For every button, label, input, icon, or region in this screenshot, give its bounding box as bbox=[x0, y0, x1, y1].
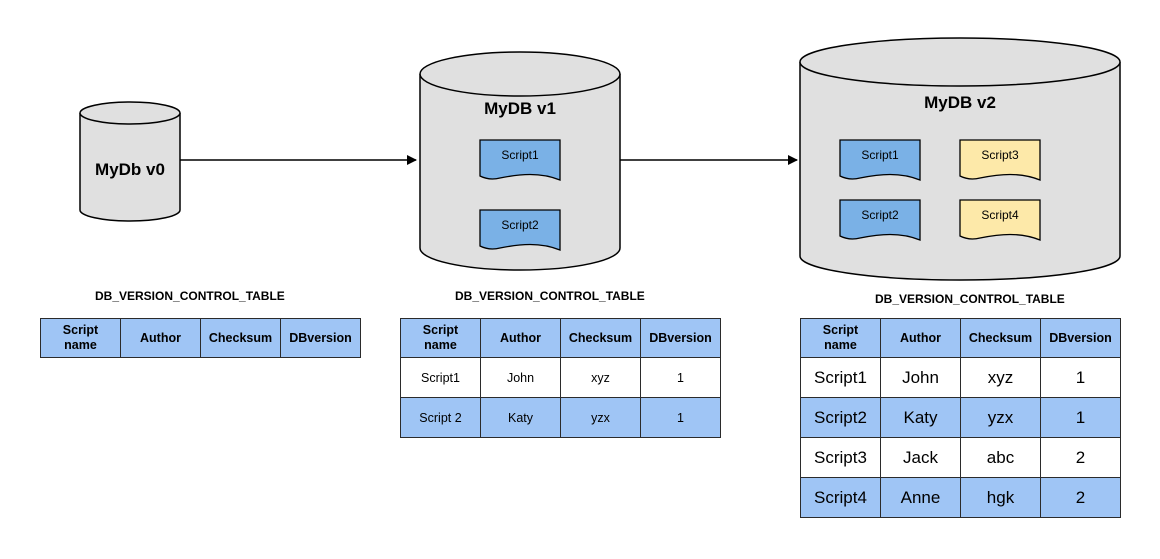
database-cylinder-v0: MyDb v0 bbox=[79, 101, 181, 222]
table-cell: Katy bbox=[480, 397, 561, 438]
column-header: Author bbox=[880, 318, 961, 358]
table-cell: Script1 bbox=[800, 357, 881, 398]
database-label-v0: MyDb v0 bbox=[95, 160, 165, 179]
script-label: Script3 bbox=[981, 148, 1019, 162]
table-cell: 1 bbox=[640, 357, 721, 398]
table-cell: Script3 bbox=[800, 437, 881, 478]
column-header: DBversion bbox=[1040, 318, 1121, 358]
table-cell: Anne bbox=[880, 477, 961, 518]
column-header: Checksum bbox=[560, 318, 641, 358]
table-cell: hgk bbox=[960, 477, 1041, 518]
script-document: Script2 bbox=[479, 209, 561, 251]
table-cell: John bbox=[480, 357, 561, 398]
table-cell: Script2 bbox=[800, 397, 881, 438]
table-cell: 1 bbox=[1040, 397, 1121, 438]
script-document: Script1 bbox=[479, 139, 561, 181]
table-cell: Script 2 bbox=[400, 397, 481, 438]
column-header: Author bbox=[480, 318, 561, 358]
table-row: Script3 Jack abc 2 bbox=[800, 437, 1121, 478]
database-cylinder-v1: MyDB v1 Script1 Script2 bbox=[419, 51, 621, 271]
table-cell: xyz bbox=[560, 357, 641, 398]
script-label: Script2 bbox=[861, 208, 899, 222]
table-row: Script1 John xyz 1 bbox=[800, 357, 1121, 398]
table-cell: Script4 bbox=[800, 477, 881, 518]
table-cell: xyz bbox=[960, 357, 1041, 398]
database-label-v2: MyDB v2 bbox=[924, 93, 996, 112]
column-header: DBversion bbox=[280, 318, 361, 358]
table-title: DB_VERSION_CONTROL_TABLE bbox=[455, 289, 645, 303]
table-cell: 2 bbox=[1040, 437, 1121, 478]
table-cell: Katy bbox=[880, 397, 961, 438]
table-title: DB_VERSION_CONTROL_TABLE bbox=[875, 292, 1065, 306]
database-label-v1: MyDB v1 bbox=[484, 99, 556, 118]
table-row: Script4 Anne hgk 2 bbox=[800, 477, 1121, 518]
script-document: Script2 bbox=[839, 199, 921, 241]
table-title: DB_VERSION_CONTROL_TABLE bbox=[95, 289, 285, 303]
table-cell: John bbox=[880, 357, 961, 398]
column-header: DBversion bbox=[640, 318, 721, 358]
column-header: Checksum bbox=[960, 318, 1041, 358]
table-cell: yzx bbox=[960, 397, 1041, 438]
script-document: Script1 bbox=[839, 139, 921, 181]
table-cell: 2 bbox=[1040, 477, 1121, 518]
table-row: Script1 John xyz 1 bbox=[400, 357, 721, 398]
script-label: Script1 bbox=[501, 148, 539, 162]
table-row: Script2 Katy yzx 1 bbox=[800, 397, 1121, 438]
column-header: Author bbox=[120, 318, 201, 358]
table-row: Script 2 Katy yzx 1 bbox=[400, 397, 721, 438]
script-document: Script4 bbox=[959, 199, 1041, 241]
table-cell: 1 bbox=[640, 397, 721, 438]
database-cylinder-v2: MyDB v2 Script1 Script2 Script3 Script4 bbox=[799, 37, 1121, 281]
table-cell: Script1 bbox=[400, 357, 481, 398]
script-label: Script4 bbox=[981, 208, 1019, 222]
table-cell: Jack bbox=[880, 437, 961, 478]
table-cell: 1 bbox=[1040, 357, 1121, 398]
script-label: Script1 bbox=[861, 148, 899, 162]
column-header: Checksum bbox=[200, 318, 281, 358]
script-label: Script2 bbox=[501, 218, 539, 232]
script-document: Script3 bbox=[959, 139, 1041, 181]
table-cell: abc bbox=[960, 437, 1041, 478]
table-cell: yzx bbox=[560, 397, 641, 438]
